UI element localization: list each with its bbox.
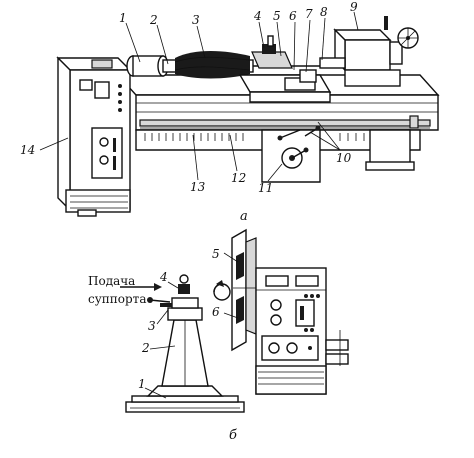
callout-b-3: 3 bbox=[148, 319, 156, 333]
callout-a-8: 8 bbox=[320, 5, 328, 19]
callout-b-6: 6 bbox=[212, 305, 220, 319]
feed-label-line1: Подача bbox=[88, 274, 135, 288]
callout-a-2: 2 bbox=[149, 13, 158, 27]
callout-a-13: 13 bbox=[190, 180, 206, 194]
callout-a-3: 3 bbox=[192, 13, 200, 27]
tailstock bbox=[319, 16, 419, 87]
headstock-cabinet bbox=[56, 56, 132, 217]
lathe-isometric-view: 1 2 3 4 5 6 7 8 9 10 11 12 13 14 а bbox=[20, 0, 440, 224]
callout-a-10: 10 bbox=[336, 151, 352, 165]
front-view-headstock bbox=[213, 228, 349, 395]
callout-a-14: 14 bbox=[20, 143, 35, 157]
apron bbox=[261, 125, 321, 183]
carriage-assembly bbox=[238, 35, 332, 103]
callout-b-5: 5 bbox=[212, 247, 220, 261]
callout-leaders-b-left bbox=[144, 281, 179, 399]
callout-leaders-a bbox=[39, 11, 359, 182]
callout-b-4: 4 bbox=[159, 270, 168, 284]
sublabel-b: б bbox=[229, 428, 237, 443]
callout-a-7: 7 bbox=[305, 7, 313, 21]
callout-b-1: 1 bbox=[138, 377, 146, 391]
callout-a-4: 4 bbox=[253, 9, 262, 23]
right-leg bbox=[365, 115, 419, 171]
feed-arrow bbox=[120, 283, 162, 291]
callout-a-5: 5 bbox=[273, 9, 281, 23]
rack-teeth bbox=[144, 133, 397, 141]
callout-b-2: 2 bbox=[141, 341, 150, 355]
lathe-schematic-views: Подача суппорта 1 2 3 4 bbox=[88, 228, 349, 443]
callout-a-9: 9 bbox=[350, 0, 358, 14]
callout-a-12: 12 bbox=[231, 171, 246, 185]
callout-a-6: 6 bbox=[289, 9, 297, 23]
sublabel-a: а bbox=[240, 209, 248, 224]
feed-label-line2: суппорта bbox=[88, 292, 146, 306]
side-view-column bbox=[125, 274, 245, 413]
spindle-and-workpiece bbox=[126, 51, 320, 79]
callout-leaders-b-right bbox=[223, 252, 239, 319]
indicator-lights bbox=[304, 294, 320, 332]
callout-a-1: 1 bbox=[119, 11, 127, 25]
callout-a-11: 11 bbox=[258, 181, 273, 195]
